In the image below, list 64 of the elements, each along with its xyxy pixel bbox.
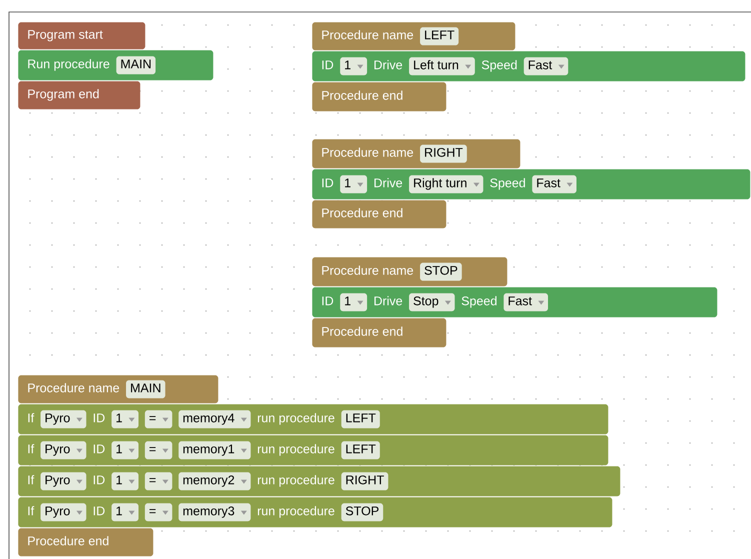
dropdown-field: Fast bbox=[504, 293, 548, 312]
code-block: Program start bbox=[18, 22, 146, 50]
code-block: Program end bbox=[18, 81, 140, 110]
code-block: ID 1 Drive Left turn Speed Fast bbox=[312, 51, 746, 82]
node-label: If bbox=[28, 413, 34, 422]
code-block: Procedure end bbox=[312, 82, 446, 112]
dropdown-field: = bbox=[144, 503, 172, 522]
node-label: run procedure bbox=[258, 506, 334, 518]
dropdown-field: Left turn bbox=[409, 57, 475, 76]
dropdown-field: memory3 bbox=[178, 503, 251, 522]
code-block: If Pyro ID 1 = memory4 run procedure LEFT bbox=[18, 404, 608, 434]
dropdown-field: 1 bbox=[112, 472, 138, 490]
dropdown-field: memory4 bbox=[178, 410, 251, 428]
dropdown-field: = bbox=[144, 410, 172, 428]
code-block: Procedure name MAIN bbox=[18, 375, 218, 404]
value-field: LEFT bbox=[341, 441, 380, 460]
node-label: run procedure bbox=[258, 444, 334, 456]
dropdown-field: Fast bbox=[524, 57, 568, 76]
value-field: STOP bbox=[420, 262, 462, 281]
node-label: run procedure bbox=[258, 475, 334, 487]
dropdown-field: 1 bbox=[112, 503, 138, 522]
node-label: If bbox=[28, 506, 34, 516]
value-field: RIGHT bbox=[341, 472, 388, 490]
value-field: RIGHT bbox=[420, 144, 467, 163]
code-block: ID 1 Drive Right turn Speed Fast bbox=[312, 169, 750, 200]
value-field: MAIN bbox=[126, 380, 166, 398]
dropdown-field: Pyro bbox=[40, 472, 86, 490]
node-label: run procedure bbox=[258, 413, 334, 425]
dropdown-field: 1 bbox=[340, 293, 368, 312]
dropdown-field: memory2 bbox=[178, 472, 251, 490]
code-block: If Pyro ID 1 = memory3 run procedure STOP bbox=[18, 497, 612, 528]
code-block: Run procedure MAIN bbox=[18, 50, 214, 80]
code-block: If Pyro ID 1 = memory1 run procedure LEFT bbox=[18, 435, 608, 466]
code-block: ID 1 Drive Stop Speed Fast bbox=[312, 287, 718, 318]
node-label: ID bbox=[94, 444, 105, 454]
dropdown-field: = bbox=[144, 472, 172, 490]
value-field: LEFT bbox=[341, 410, 380, 428]
node-label: ID bbox=[94, 506, 105, 516]
code-block: Procedure name RIGHT bbox=[312, 139, 520, 168]
node-label: ID bbox=[94, 476, 105, 484]
dropdown-field: Right turn bbox=[409, 175, 484, 194]
dropdown-field: Fast bbox=[532, 175, 576, 194]
dropdown-field: 1 bbox=[340, 175, 368, 194]
code-block: If Pyro ID 1 = memory2 run procedure RIGHT bbox=[18, 466, 620, 496]
dropdown-field: 1 bbox=[112, 410, 138, 428]
dropdown-field: Pyro bbox=[40, 410, 86, 428]
code-block: Procedure end bbox=[18, 528, 154, 556]
code-block: Procedure name STOP bbox=[312, 257, 508, 286]
node-label: ID bbox=[94, 414, 105, 422]
dropdown-field: 1 bbox=[112, 441, 138, 460]
node-label: If bbox=[28, 475, 34, 484]
dropdown-field: memory1 bbox=[178, 441, 251, 460]
node-label: If bbox=[28, 444, 34, 454]
code-block: Procedure end bbox=[312, 318, 446, 348]
value-field: LEFT bbox=[420, 27, 459, 46]
dropdown-field: = bbox=[144, 441, 172, 460]
dropdown-field: 1 bbox=[340, 57, 368, 76]
code-block: Procedure end bbox=[312, 200, 446, 228]
dropdown-field: Pyro bbox=[40, 503, 86, 522]
dropdown-field: Stop bbox=[409, 293, 455, 312]
value-field: MAIN bbox=[116, 56, 156, 74]
dropdown-field: Pyro bbox=[40, 441, 86, 460]
code-block: Procedure name LEFT bbox=[312, 22, 516, 50]
value-field: STOP bbox=[341, 503, 384, 522]
